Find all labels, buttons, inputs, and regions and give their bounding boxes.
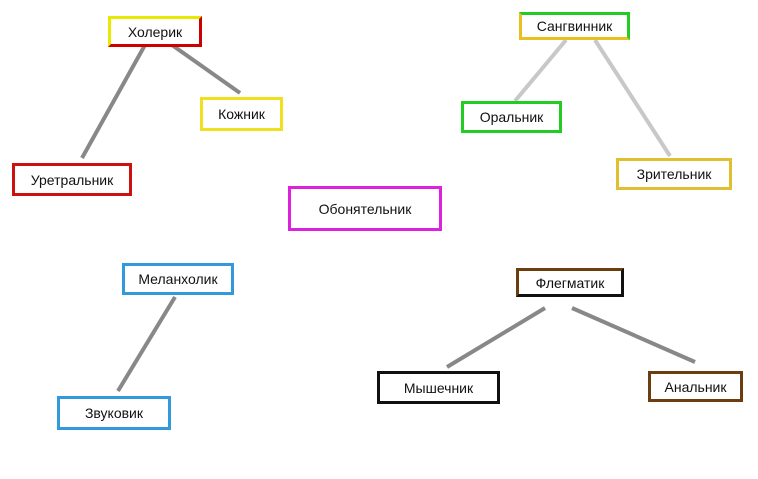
node-label: Сангвинник — [536, 18, 613, 34]
node-label: Оральник — [479, 109, 544, 125]
node-anal: Анальник — [648, 371, 743, 402]
node-label: Холерик — [127, 23, 183, 40]
edge-choleric-skin — [170, 43, 242, 95]
node-label: Меланхолик — [138, 271, 218, 287]
node-urethral: Уретральник — [12, 163, 132, 196]
node-label: Флегматик — [535, 274, 605, 291]
node-label: Уретральник — [30, 171, 114, 188]
edge-melancholic-sound — [116, 295, 177, 393]
edge-sanguine-visual — [593, 38, 672, 158]
node-label: Зрительник — [636, 166, 712, 182]
edge-phlegmatic-anal — [571, 306, 696, 364]
node-sanguine: Сангвинник — [519, 12, 630, 40]
edge-sanguine-oral — [513, 38, 568, 103]
node-phlegmatic: Флегматик — [516, 268, 624, 297]
node-muscular: Мышечник — [377, 371, 500, 404]
edge-phlegmatic-muscular — [445, 306, 547, 369]
node-skin: Кожник — [200, 97, 283, 131]
node-label: Звуковик — [84, 405, 144, 421]
node-label: Кожник — [218, 106, 265, 122]
node-oral: Оральник — [461, 101, 562, 133]
node-olfactory: Обонятельник — [288, 186, 442, 231]
node-visual: Зрительник — [616, 158, 732, 190]
node-melancholic: Меланхолик — [122, 263, 234, 295]
node-label: Мышечник — [403, 379, 474, 396]
node-choleric: Холерик — [108, 16, 202, 47]
node-label: Анальник — [664, 378, 727, 395]
node-label: Обонятельник — [318, 200, 412, 217]
node-sound: Звуковик — [57, 396, 171, 430]
edge-choleric-urethral — [80, 44, 147, 159]
